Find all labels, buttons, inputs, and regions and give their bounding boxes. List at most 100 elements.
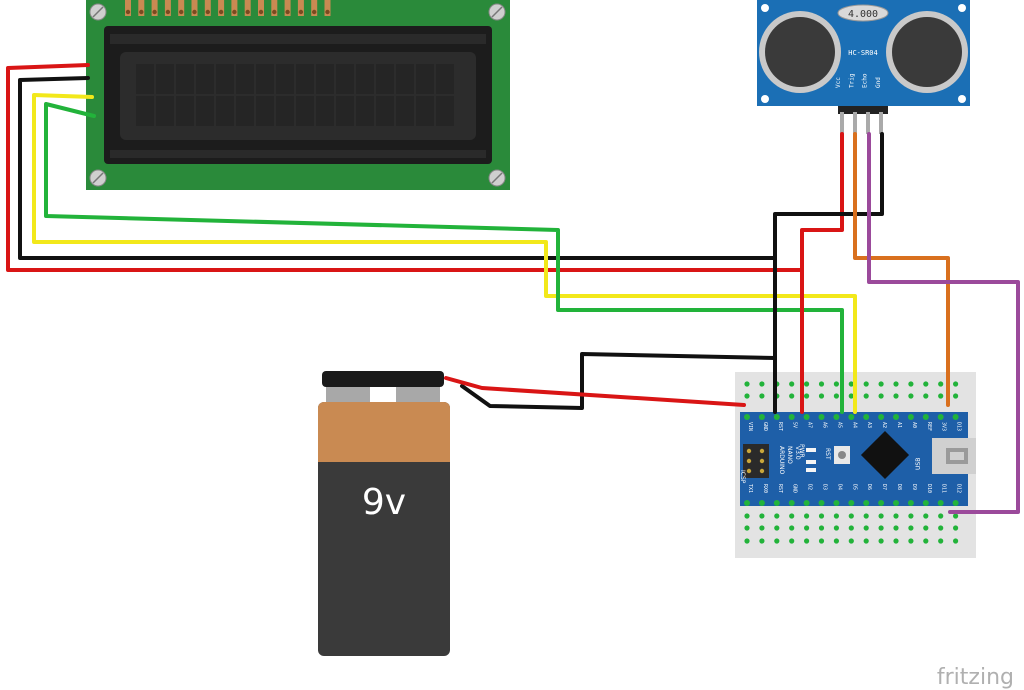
lcd-character-cell bbox=[276, 96, 294, 126]
breadboard-hole bbox=[893, 538, 899, 544]
lcd-character-cell bbox=[256, 96, 274, 126]
lcd-character-cell bbox=[136, 96, 154, 126]
nano-pin-label: A6 bbox=[822, 422, 828, 428]
nano-pin bbox=[803, 414, 810, 420]
nano-pin bbox=[952, 414, 959, 420]
nano-pin bbox=[758, 414, 765, 420]
breadboard-hole bbox=[744, 513, 750, 519]
breadboard-hole bbox=[923, 525, 929, 531]
wiring bbox=[6, 63, 1020, 514]
nano-pin-label: D5 bbox=[851, 484, 857, 490]
breadboard-hole bbox=[908, 393, 914, 399]
breadboard-hole bbox=[863, 538, 869, 544]
nano-pin bbox=[773, 414, 780, 420]
lcd-header-pin bbox=[218, 0, 225, 16]
breadboard-hole bbox=[878, 513, 884, 519]
nano-pin bbox=[952, 500, 959, 506]
nano-pin-label: A5 bbox=[836, 422, 842, 428]
breadboard-hole bbox=[774, 538, 780, 544]
lcd-character-cell bbox=[436, 64, 454, 94]
breadboard-hole bbox=[908, 513, 914, 519]
nano-pin bbox=[848, 414, 855, 420]
breadboard-hole bbox=[878, 525, 884, 531]
nano-pin bbox=[744, 500, 750, 506]
breadboard-hole bbox=[923, 513, 929, 519]
nano-pin bbox=[818, 500, 825, 506]
breadboard-hole bbox=[938, 381, 944, 387]
nano-pin-label: D2 bbox=[807, 484, 813, 490]
nano-pin-label: D8 bbox=[896, 484, 902, 490]
lcd-character-grid bbox=[136, 64, 454, 126]
breadboard-hole bbox=[804, 381, 810, 387]
nano-pin bbox=[878, 414, 885, 420]
nano-pin-row bbox=[744, 414, 959, 506]
wire-black-sensor-gnd bbox=[773, 132, 884, 414]
wire-red-sensor-vcc bbox=[800, 132, 844, 414]
breadboard-hole bbox=[759, 393, 765, 399]
breadboard-hole bbox=[848, 513, 854, 519]
lcd-character-cell bbox=[256, 64, 274, 94]
breadboard-hole bbox=[818, 393, 825, 399]
nano-pin-label: D13 bbox=[956, 422, 962, 431]
nano-pin-label: TX1 bbox=[747, 484, 753, 493]
nano-pin-label: VIN bbox=[747, 422, 753, 431]
breadboard-hole bbox=[938, 538, 944, 544]
led-pwr bbox=[806, 448, 816, 452]
nano-pin bbox=[833, 500, 840, 506]
breadboard-hole bbox=[848, 393, 854, 399]
breadboard-hole bbox=[818, 525, 825, 531]
breadboard-hole bbox=[848, 525, 854, 531]
nano-text-3: V3.0 bbox=[794, 446, 801, 460]
breadboard-hole bbox=[923, 381, 929, 387]
breadboard-hole bbox=[744, 393, 750, 399]
wire-purple-sensor-echo bbox=[867, 132, 1020, 514]
wire-red-lcd-vcc bbox=[6, 63, 804, 272]
nano-pin-label: D6 bbox=[866, 484, 872, 490]
nano-pin bbox=[803, 500, 810, 506]
breadboard-hole bbox=[744, 538, 750, 544]
lcd-header-pin bbox=[178, 0, 185, 16]
nano-pin-label: D3 bbox=[822, 484, 828, 490]
breadboard-hole bbox=[804, 538, 810, 544]
sensor-pin-label: Vcc bbox=[835, 77, 842, 88]
breadboard-hole bbox=[953, 538, 959, 544]
lcd-character-cell bbox=[416, 96, 434, 126]
nano-pin-label: RST bbox=[777, 422, 783, 431]
breadboard-hole bbox=[833, 538, 840, 544]
lcd-header-pin bbox=[297, 0, 304, 16]
nano-pin-label: D9 bbox=[911, 484, 917, 490]
lcd-header-pin bbox=[244, 0, 251, 16]
breadboard-hole bbox=[953, 525, 959, 531]
lcd-header-pin bbox=[231, 0, 238, 16]
lcd-character-cell bbox=[156, 64, 174, 94]
battery-snap-connector bbox=[322, 371, 444, 387]
breadboard-hole bbox=[893, 525, 899, 531]
breadboard-hole bbox=[863, 393, 869, 399]
breadboard-hole bbox=[744, 525, 750, 531]
lcd-character-cell bbox=[156, 96, 174, 126]
nano-pin-label: A4 bbox=[851, 422, 857, 428]
breadboard-hole bbox=[789, 525, 795, 531]
breadboard-hole bbox=[863, 513, 869, 519]
lcd-character-cell bbox=[376, 96, 394, 126]
breadboard-hole bbox=[833, 393, 840, 399]
breadboard-hole bbox=[908, 538, 914, 544]
nano-pin-label: A0 bbox=[911, 422, 917, 428]
sensor-model-label: HC-SR04 bbox=[848, 49, 878, 57]
led-rx bbox=[806, 468, 816, 472]
lcd-character-cell bbox=[336, 64, 354, 94]
breadboard-hole bbox=[759, 381, 765, 387]
nano-pin-label: D10 bbox=[926, 484, 932, 493]
nano-pin-label: 5V bbox=[792, 422, 798, 428]
sensor-pin-label: Echo bbox=[862, 73, 869, 88]
lcd-character-cell bbox=[236, 96, 254, 126]
breadboard-hole bbox=[908, 381, 914, 387]
breadboard-hole bbox=[878, 381, 884, 387]
led-tx bbox=[806, 460, 816, 464]
breadboard-hole bbox=[759, 525, 765, 531]
breadboard-hole bbox=[863, 381, 869, 387]
nano-pin-label: GND bbox=[762, 422, 768, 431]
lcd-character-cell bbox=[236, 64, 254, 94]
